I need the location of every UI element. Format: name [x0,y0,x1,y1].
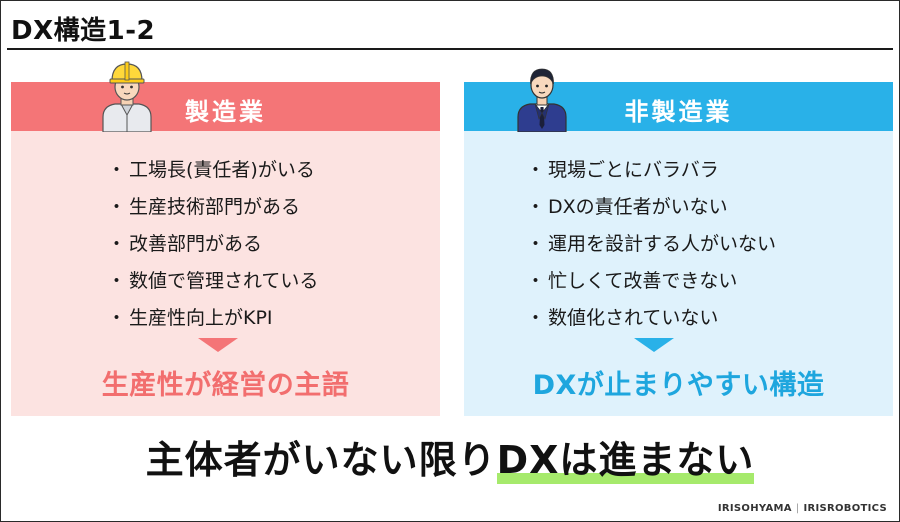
bullet-mark: ・ [107,307,127,329]
bullet-mark: ・ [526,196,546,218]
down-arrow-icon [634,338,674,352]
list-item: ・DXの責任者がいない [526,189,776,226]
manufacturing-bullet-list: ・工場長(責任者)がいる ・生産技術部門がある ・改善部門がある ・数値で管理さ… [107,152,318,337]
brand-name: IRISROBOTICS [803,503,887,514]
slide-title: DX構造1-2 [11,16,156,46]
key-message-emphasis: DXは進まない [496,429,755,484]
list-item: ・生産性向上がKPI [107,300,318,337]
non-manufacturing-conclusion: DXが止まりやすい構造 [532,370,825,401]
title-rule [7,48,893,50]
bullet-mark: ・ [107,270,127,292]
list-item: ・忙しくて改善できない [526,263,776,300]
non-manufacturing-heading: 非製造業 [624,98,733,126]
worker-helmet-icon [102,61,152,132]
bullet-mark: ・ [107,196,127,218]
list-item: ・工場長(責任者)がいる [107,152,318,189]
manufacturing-conclusion: 生産性が経営の主語 [101,370,350,401]
bullet-mark: ・ [526,307,546,329]
brand-separator: | [795,503,800,514]
list-item: ・数値化されていない [526,300,776,337]
brand-name: IRISOHYAMA [717,503,792,514]
bullet-mark: ・ [526,233,546,255]
footer-brand: IRISOHYAMA|IRISROBOTICS [718,503,887,514]
down-arrow-icon [198,338,238,352]
list-item: ・生産技術部門がある [107,189,318,226]
list-item: ・改善部門がある [107,226,318,263]
businessman-icon [517,68,567,132]
non-manufacturing-bullet-list: ・現場ごとにバラバラ ・DXの責任者がいない ・運用を設計する人がいない ・忙し… [526,152,776,337]
list-item: ・数値で管理されている [107,263,318,300]
key-message-prefix: 主体者がいない限り [145,438,497,482]
manufacturing-header: 製造業 [11,82,440,131]
bullet-mark: ・ [526,159,546,181]
bullet-mark: ・ [107,233,127,255]
bullet-mark: ・ [107,159,127,181]
list-item: ・現場ごとにバラバラ [526,152,776,189]
key-message: 主体者がいない限りDXは進まない [1,429,899,484]
bullet-mark: ・ [526,270,546,292]
non-manufacturing-panel: 非製造業 ・現場ごとにバラバラ ・DXの責任者がいない ・運用を設計する人がいな… [464,68,893,416]
manufacturing-panel: 製造業 ・工場長(責任者)がいる ・生産技術部門がある ・改善部門がある ・数値… [11,61,440,416]
list-item: ・運用を設計する人がいない [526,226,776,263]
manufacturing-heading: 製造業 [185,98,266,126]
